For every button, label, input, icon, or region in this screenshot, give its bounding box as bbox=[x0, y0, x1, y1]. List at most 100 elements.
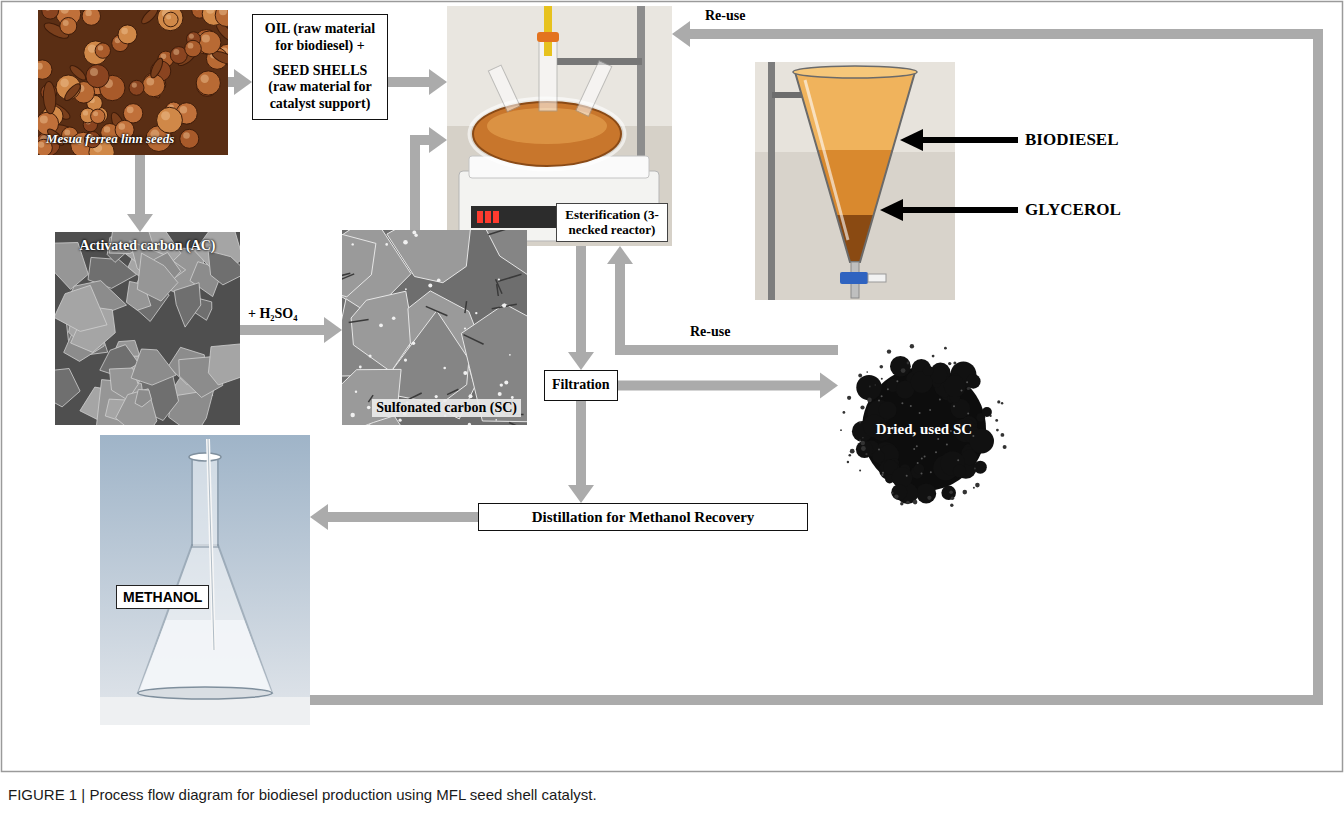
illustration-part bbox=[974, 461, 987, 474]
arrow-head bbox=[310, 504, 328, 530]
illustration-part bbox=[961, 390, 963, 392]
part-label: BIODIESEL bbox=[1025, 130, 1119, 150]
node-text: Esterification (3-necked reactor) bbox=[556, 203, 668, 242]
illustration-part bbox=[139, 10, 160, 26]
node-text: Filtration bbox=[552, 377, 610, 394]
illustration-part bbox=[40, 116, 48, 124]
arrow-shaft bbox=[620, 264, 838, 350]
illustration-part bbox=[359, 366, 362, 369]
illustration-part bbox=[498, 274, 521, 281]
leader-arrow-head bbox=[880, 199, 903, 221]
illustration-part bbox=[907, 362, 910, 365]
illustration-part bbox=[1001, 433, 1005, 437]
illustration-part bbox=[428, 283, 432, 287]
illustration-part bbox=[929, 409, 931, 411]
illustration-part bbox=[43, 81, 57, 114]
illustration-part bbox=[464, 327, 466, 329]
illustration-part bbox=[201, 75, 209, 83]
illustration-part bbox=[173, 49, 179, 55]
illustration-part bbox=[861, 441, 865, 445]
process-box: Filtration bbox=[544, 370, 618, 401]
illustration-part bbox=[910, 405, 912, 407]
illustration-part bbox=[196, 71, 220, 95]
illustration-part bbox=[403, 240, 408, 245]
illustration-part bbox=[100, 697, 310, 725]
illustration-part bbox=[919, 412, 921, 414]
illustration-part bbox=[996, 429, 999, 432]
flow-arrow bbox=[618, 372, 839, 398]
illustration-part bbox=[982, 407, 992, 417]
illustration-part bbox=[500, 383, 503, 386]
stand-clamp bbox=[772, 92, 802, 98]
biodiesel-layer-lower bbox=[818, 150, 893, 215]
illustration-part bbox=[146, 78, 154, 86]
illustration-part bbox=[901, 402, 903, 404]
arrow-shaft bbox=[388, 77, 429, 87]
illustration-part bbox=[878, 449, 880, 451]
figure-caption: FIGURE 1 | Process flow diagram for biod… bbox=[8, 786, 597, 803]
illustration-part bbox=[891, 484, 907, 500]
arrow-head bbox=[324, 317, 342, 343]
flow-arrow bbox=[415, 127, 447, 230]
illustration-part bbox=[206, 10, 214, 14]
process-box: Distillation for Methanol Recovery bbox=[478, 503, 808, 531]
illustration-part bbox=[129, 80, 144, 95]
illustration-part bbox=[838, 318, 1010, 540]
illustration-part bbox=[62, 82, 82, 103]
illustration-part bbox=[847, 461, 849, 463]
illustration-part bbox=[83, 110, 88, 115]
illustration-part bbox=[537, 32, 559, 42]
illustration-part bbox=[379, 323, 383, 327]
reactor-photo: Esterification (3-necked reactor) bbox=[447, 6, 672, 246]
illustration-part bbox=[917, 462, 919, 464]
illustration-part bbox=[950, 504, 953, 507]
illustration-part bbox=[923, 365, 934, 376]
illustration-part bbox=[509, 354, 511, 356]
illustration-part bbox=[906, 475, 908, 477]
illustration-part bbox=[208, 439, 214, 650]
edge-label: Re-use bbox=[705, 8, 745, 24]
node-text: Sulfonated carbon (SC) bbox=[372, 399, 521, 417]
illustration-part bbox=[137, 253, 178, 301]
illustration-part bbox=[946, 444, 948, 446]
illustration-part bbox=[866, 371, 868, 373]
illustration-part bbox=[867, 398, 872, 403]
stopcock-handle bbox=[868, 274, 886, 282]
sem-image: Activated carbon (AC) bbox=[55, 232, 240, 425]
illustration-part bbox=[913, 500, 918, 505]
node-text: Activated carbon (AC) bbox=[79, 238, 215, 254]
illustration-part bbox=[869, 386, 871, 388]
sc-picture bbox=[342, 230, 527, 425]
illustration-part bbox=[121, 28, 128, 35]
illustration-part bbox=[935, 451, 937, 453]
leader-arrow-line bbox=[920, 137, 1018, 143]
illustration-part bbox=[495, 419, 497, 421]
illustration-part bbox=[202, 34, 210, 42]
illustration-part bbox=[463, 371, 467, 375]
illustration-part bbox=[966, 374, 981, 389]
illustration-part bbox=[875, 384, 877, 386]
illustration-part bbox=[404, 359, 407, 362]
illustration-part bbox=[131, 349, 176, 385]
catalyst-photo: Dried, used SC bbox=[838, 318, 1010, 540]
illustration-part bbox=[858, 374, 862, 378]
illustration-part bbox=[45, 10, 51, 11]
illustration-part bbox=[859, 422, 861, 424]
illustration-part bbox=[966, 381, 968, 383]
illustration-part bbox=[896, 380, 898, 382]
illustration-part bbox=[881, 395, 883, 397]
illustration-part bbox=[195, 10, 200, 11]
flow-arrow bbox=[310, 504, 478, 530]
illustration-part bbox=[138, 545, 272, 693]
illustration-part bbox=[840, 429, 842, 431]
arrow-head bbox=[672, 21, 690, 47]
arrow-shaft bbox=[618, 380, 821, 390]
illustration-part bbox=[208, 344, 240, 385]
arrow-shaft bbox=[576, 246, 586, 352]
illustration-part bbox=[887, 349, 891, 353]
illustration-part bbox=[100, 435, 310, 725]
node-text: Distillation for Methanol Recovery bbox=[532, 508, 755, 526]
arrow-shaft bbox=[240, 325, 324, 335]
illustration-part bbox=[496, 279, 502, 293]
